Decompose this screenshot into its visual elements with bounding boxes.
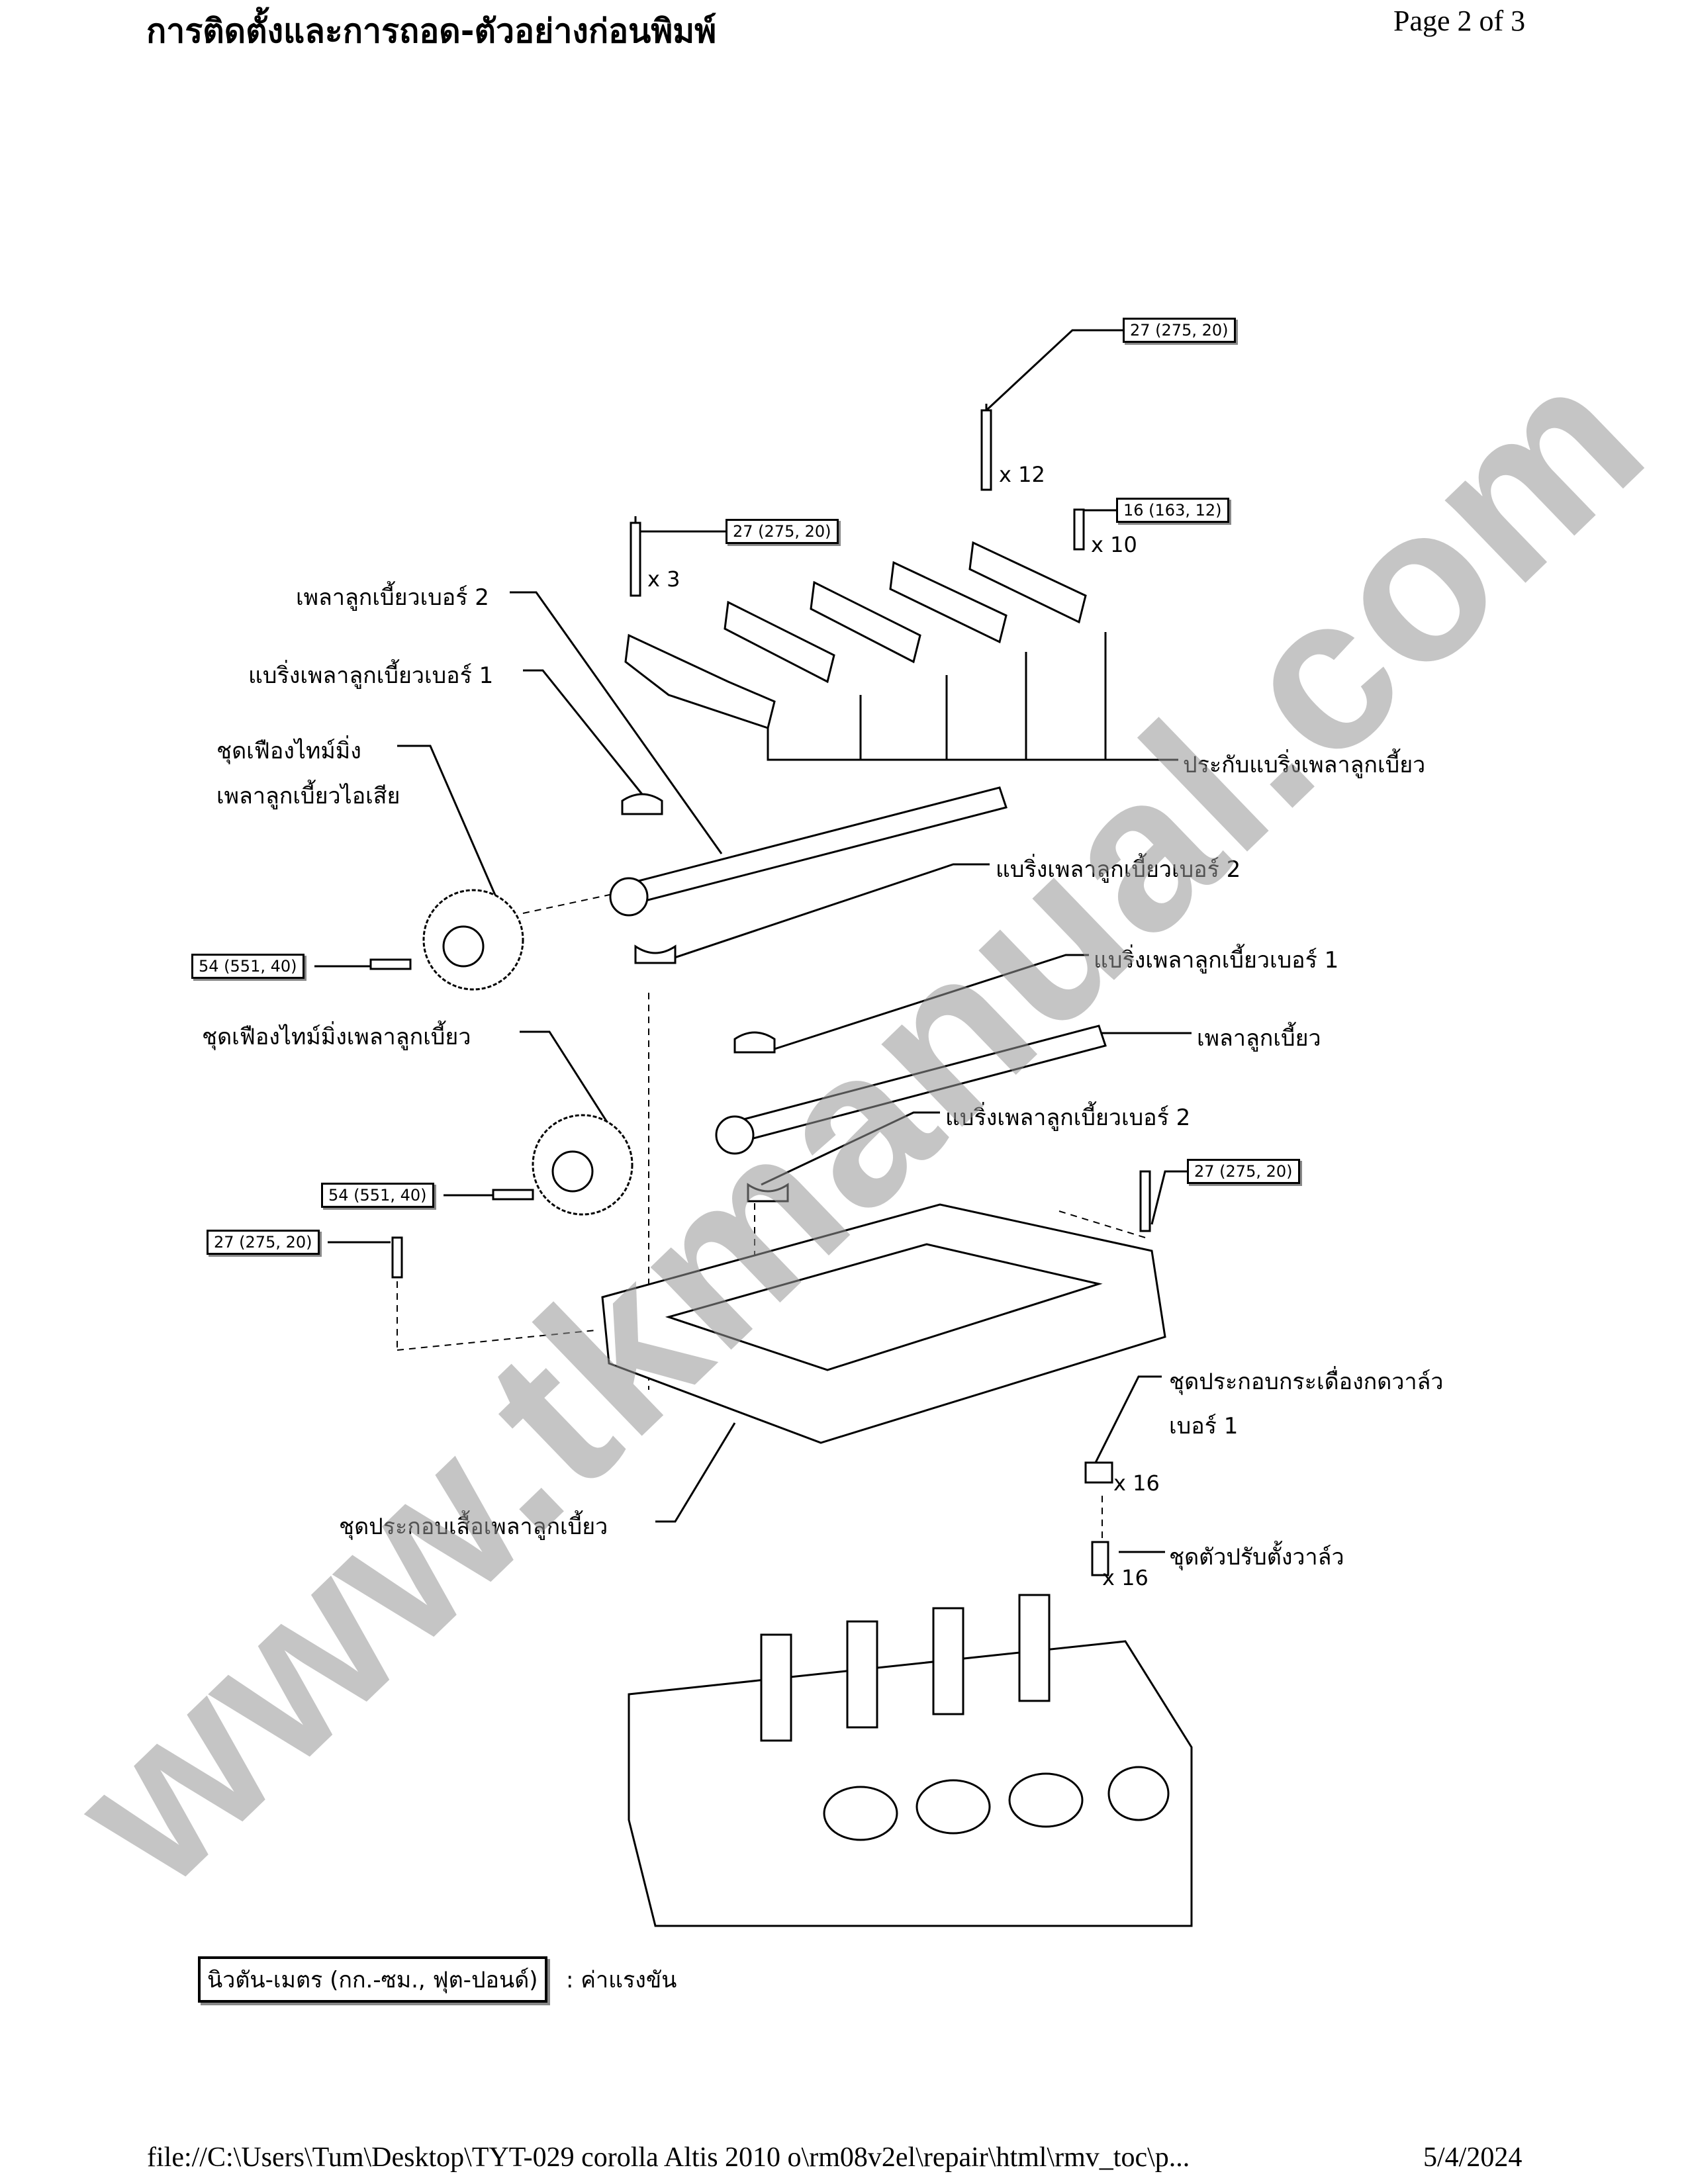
footer-date: 5/4/2024: [1423, 2142, 1523, 2173]
quantity-label: x 10: [1091, 532, 1137, 557]
quantity-label: x 16: [1102, 1565, 1149, 1590]
part-label: แบริ่งเพลาลูกเบี้ยวเบอร์ 2: [996, 856, 1241, 883]
part-label: เบอร์ 1: [1169, 1413, 1239, 1439]
quantity-label: x 16: [1113, 1471, 1160, 1496]
camshaft-housing: [601, 1203, 1166, 1444]
cylinder-head: [628, 1594, 1193, 1927]
part-label: เพลาลูกเบี้ยว: [1197, 1025, 1321, 1052]
torque-label: 27 (275, 20): [726, 519, 839, 544]
bearings: [621, 793, 789, 1203]
part-label: ชุดประกอบกระเดื่องกดวาล์ว: [1169, 1369, 1444, 1395]
part-label: เพลาลูกเบี้ยวเบอร์ 2: [296, 584, 489, 611]
part-label: ชุดเฟืองไทม์มิ่ง: [216, 738, 361, 764]
torque-label: 27 (275, 20): [207, 1230, 320, 1255]
torque-label: 27 (275, 20): [1187, 1159, 1300, 1184]
page-number: Page 2 of 3: [1393, 5, 1526, 37]
quantity-label: x 3: [647, 567, 680, 592]
bearing-caps: [624, 404, 1087, 729]
torque-label: 16 (163, 12): [1116, 498, 1229, 523]
part-label: แบริ่งเพลาลูกเบี้ยวเบอร์ 2: [945, 1105, 1191, 1131]
torque-unit-legend: นิวตัน-เมตร (กก.-ซม., ฟุต-ปอนด์): [198, 1956, 547, 2003]
leader-lines: [314, 329, 1192, 1553]
timing-gears: [422, 889, 633, 1216]
part-label: แบริ่งเพลาลูกเบี้ยวเบอร์ 1: [1094, 947, 1339, 974]
torque-label: 27 (275, 20): [1123, 318, 1236, 343]
camshafts: [609, 786, 1107, 1155]
torque-legend-meaning: : ค่าแรงขัน: [566, 1967, 677, 1993]
footer-file-path: file://C:\Users\Tum\Desktop\TYT-029 coro…: [147, 2142, 1190, 2173]
part-label: ประกับแบริ่งเพลาลูกเบี้ยว: [1183, 752, 1426, 778]
part-label: ชุดตัวปรับตั้งวาล์ว: [1169, 1544, 1344, 1570]
bolts: [369, 409, 1151, 1576]
alignment-lines: [397, 893, 1146, 1542]
part-label: ชุดเฟืองไทม์มิ่งเพลาลูกเบี้ยว: [202, 1024, 471, 1050]
page-title: การติดตั้งและการถอด-ตัวอย่างก่อนพิมพ์: [146, 12, 717, 50]
torque-label: 54 (551, 40): [191, 954, 305, 979]
quantity-label: x 12: [999, 462, 1045, 487]
part-label: เพลาลูกเบี้ยวไอเสีย: [216, 783, 400, 809]
torque-label: 54 (551, 40): [321, 1183, 434, 1208]
part-label: แบริ่งเพลาลูกเบี้ยวเบอร์ 1: [248, 662, 494, 689]
part-label: ชุดประกอบเสื้อเพลาลูกเบี้ยว: [339, 1514, 608, 1540]
